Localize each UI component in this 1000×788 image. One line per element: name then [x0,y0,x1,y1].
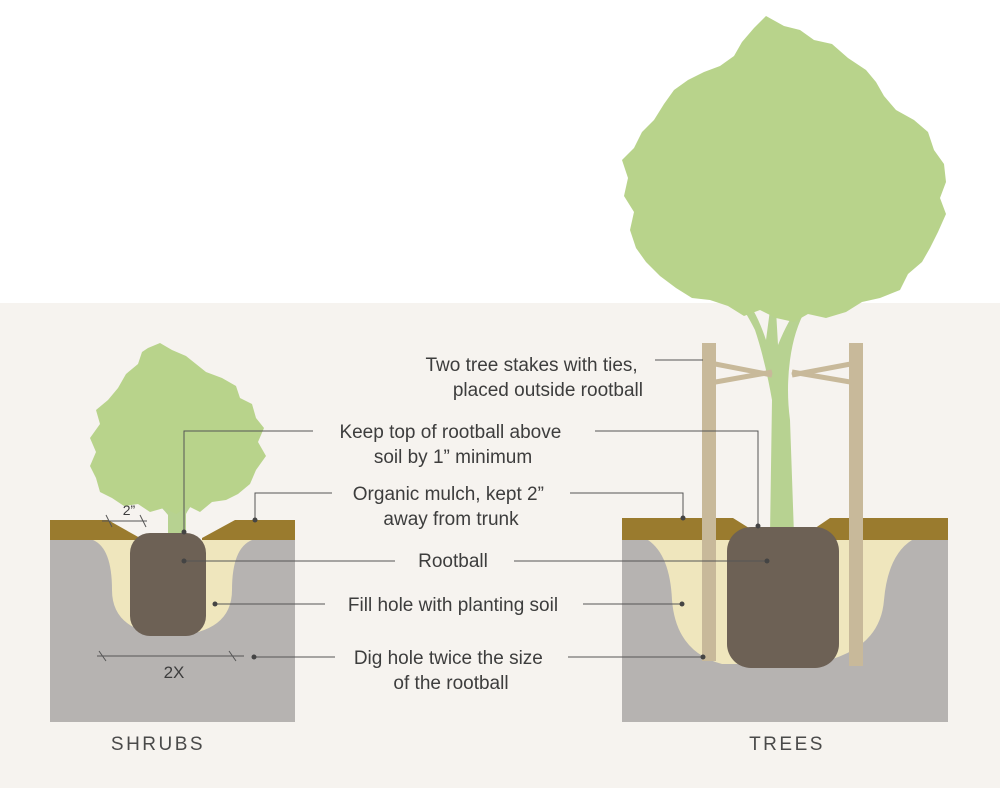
callout-labels: Two tree stakes with ties, placed outsid… [339,355,643,694]
callout-rootball-top: Keep top of rootball above soil by 1” mi… [339,422,566,468]
leader-rootball-top-left [183,430,313,532]
callout-dig-line1: Dig hole twice the size [354,648,543,669]
shrub-foliage [90,343,266,514]
tree-rootball [727,527,839,668]
callout-dig-line2: of the rootball [393,673,508,694]
callout-fill-line1: Fill hole with planting soil [348,595,558,616]
dot-mulch-tree [680,515,686,521]
callout-mulch-line1: Organic mulch, kept 2” [353,484,544,505]
leader-lines [181,359,770,660]
callout-dig: Dig hole twice the size of the rootball [354,648,548,694]
callout-mulch-line2: away from trunk [383,509,519,530]
callout-stakes-line1: Two tree stakes with ties, [425,355,637,376]
hole-width-label: 2X [164,663,185,682]
tree-stake-right [849,343,863,666]
dot-dig-shrub [251,654,257,660]
dot-rootball-shrub [181,558,187,564]
callout-rootball: Rootball [418,551,488,572]
callout-stakes: Two tree stakes with ties, placed outsid… [425,355,643,401]
callout-rootball-top-line2: soil by 1” minimum [374,447,532,468]
callout-fill: Fill hole with planting soil [348,595,558,616]
dot-rootball-top-tree [755,523,761,529]
callout-stakes-line2: placed outside rootball [453,380,643,401]
dot-dig-tree [700,654,706,660]
leader-mulch-left [254,492,332,520]
callout-rootball-line1: Rootball [418,551,488,572]
leader-mulch-right [570,492,684,518]
caption-shrubs: SHRUBS [111,734,205,755]
tree-canopy [622,16,946,322]
shrub-rootball [130,533,206,636]
shrub-dimensions: 2” 2X [97,502,244,682]
dot-fill-shrub [212,601,218,607]
leader-rootball-top-right [595,430,759,526]
tree-stake-left [702,343,716,661]
tie-left-lower [709,369,773,386]
dot-fill-tree [679,601,685,607]
callout-rootball-top-line1: Keep top of rootball above [339,422,561,443]
dot-rootball-tree [764,558,770,564]
mulch-gap-label: 2” [123,502,136,518]
hole-width-tick-right [228,650,237,662]
tree-trunk [735,294,806,535]
tie-right-lower [791,369,857,386]
callout-mulch: Organic mulch, kept 2” away from trunk [353,484,549,530]
shrub-illustration [50,343,295,722]
tree-illustration [622,16,948,722]
dot-mulch-shrub [252,517,258,523]
dot-rootball-top-shrub [181,529,187,535]
hole-width-tick-left [98,650,107,662]
caption-trees: TREES [749,734,825,755]
mulch-gap-tick-left [105,514,113,528]
tree-stake-ties [709,360,857,386]
mulch-gap-tick-right [139,514,147,528]
